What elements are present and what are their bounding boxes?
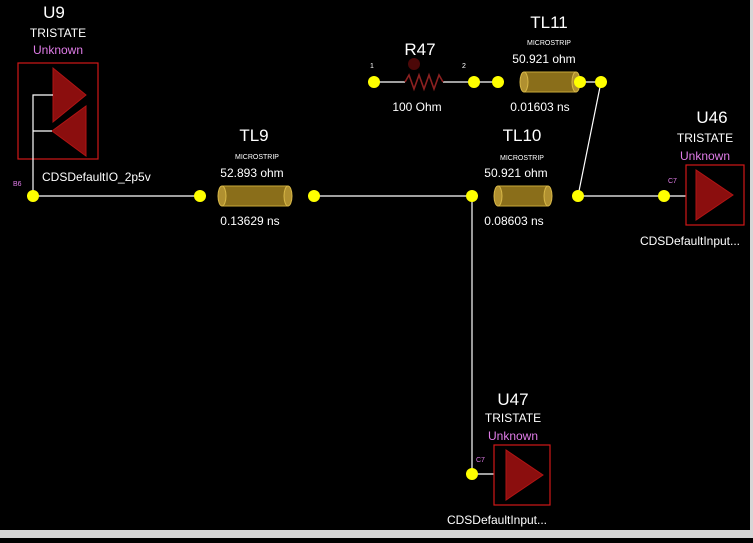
tl9-kind: MICROSTRIP bbox=[235, 154, 279, 161]
tl9-ref: TL9 bbox=[239, 126, 268, 145]
u47-type: TRISTATE bbox=[485, 411, 541, 425]
u9-pin: B6 bbox=[13, 181, 22, 188]
node-tl11-out[interactable] bbox=[574, 76, 586, 88]
node-tl9-in[interactable] bbox=[194, 190, 206, 202]
tl10-ref: TL10 bbox=[503, 126, 542, 145]
u9-outline bbox=[17, 62, 99, 160]
u9-internal-wire bbox=[32, 94, 53, 176]
window-frame-bottom bbox=[0, 530, 753, 538]
component-tl10[interactable]: TL10 MICROSTRIP 50.921 ohm 0.08603 ns bbox=[484, 126, 553, 228]
u46-pin: C7 bbox=[668, 178, 677, 185]
node-junction[interactable] bbox=[466, 190, 478, 202]
microstrip-cylinder-icon bbox=[221, 185, 289, 207]
tl10-kind: MICROSTRIP bbox=[500, 155, 544, 162]
component-u47[interactable]: U47 TRISTATE Unknown C7 CDSDefaultInput.… bbox=[447, 390, 551, 527]
component-tl9[interactable]: TL9 MICROSTRIP 52.893 ohm 0.13629 ns bbox=[217, 126, 293, 228]
r47-ref: R47 bbox=[404, 40, 435, 59]
tl11-ref: TL11 bbox=[530, 13, 568, 32]
r47-highlight bbox=[408, 58, 420, 70]
tristate-buffer-icon bbox=[51, 105, 87, 157]
r47-pin1: 1 bbox=[370, 63, 374, 70]
resistor-zigzag-icon bbox=[404, 72, 444, 92]
tl10-delay: 0.08603 ns bbox=[484, 214, 543, 228]
u46-ref: U46 bbox=[696, 108, 727, 127]
tl9-impedance: 52.893 ohm bbox=[220, 166, 283, 180]
node-tl10-out[interactable] bbox=[572, 190, 584, 202]
u46-model: CDSDefaultInput... bbox=[640, 234, 740, 248]
tl11-delay: 0.01603 ns bbox=[510, 100, 569, 114]
microstrip-cylinder-icon bbox=[523, 71, 577, 93]
tl9-delay: 0.13629 ns bbox=[220, 214, 279, 228]
node-u46-pin[interactable] bbox=[658, 190, 670, 202]
node-tl9-out[interactable] bbox=[308, 190, 320, 202]
component-tl11[interactable]: TL11 MICROSTRIP 50.921 ohm 0.01603 ns bbox=[510, 13, 581, 114]
tristate-buffer-icon bbox=[695, 169, 734, 221]
nodes bbox=[27, 76, 670, 480]
u9-type: TRISTATE bbox=[30, 26, 86, 40]
component-r47[interactable]: R47 1 2 100 Ohm bbox=[370, 40, 466, 114]
node-tl11-in[interactable] bbox=[492, 76, 504, 88]
node-u47-pin[interactable] bbox=[466, 468, 478, 480]
node-r47-pin2[interactable] bbox=[468, 76, 480, 88]
node-u9-pin[interactable] bbox=[27, 190, 39, 202]
tl11-kind: MICROSTRIP bbox=[527, 40, 571, 47]
u9-status: Unknown bbox=[33, 43, 83, 57]
tl11-impedance: 50.921 ohm bbox=[512, 52, 575, 66]
tristate-buffer-icon bbox=[505, 449, 544, 501]
tl10-end-right bbox=[543, 185, 553, 207]
tl9-end-right bbox=[283, 185, 293, 207]
tl10-impedance: 50.921 ohm bbox=[484, 166, 547, 180]
r47-pin2: 2 bbox=[462, 63, 466, 70]
component-u46[interactable]: U46 TRISTATE Unknown C7 CDSDefaultInput.… bbox=[640, 108, 745, 248]
tl11-end-left bbox=[519, 71, 529, 93]
node-r47-pin1[interactable] bbox=[368, 76, 380, 88]
wire-tl11-diagonal[interactable] bbox=[577, 81, 602, 197]
window-frame-right bbox=[750, 0, 753, 538]
u9-ref: U9 bbox=[43, 3, 65, 22]
wires bbox=[32, 81, 686, 475]
node-tl11-corner[interactable] bbox=[595, 76, 607, 88]
u46-status: Unknown bbox=[680, 149, 730, 163]
tl10-end-left bbox=[493, 185, 503, 207]
component-u9[interactable]: U9 TRISTATE Unknown B6 CDSDefaultIO_2p5v bbox=[13, 3, 151, 188]
tl9-end-left bbox=[217, 185, 227, 207]
microstrip-cylinder-icon bbox=[497, 185, 549, 207]
u9-model: CDSDefaultIO_2p5v bbox=[42, 170, 151, 184]
u47-ref: U47 bbox=[497, 390, 528, 409]
u47-model: CDSDefaultInput... bbox=[447, 513, 547, 527]
u47-status: Unknown bbox=[488, 429, 538, 443]
r47-value: 100 Ohm bbox=[392, 100, 441, 114]
u46-outline bbox=[685, 164, 745, 226]
u46-type: TRISTATE bbox=[677, 131, 733, 145]
u47-outline bbox=[493, 444, 551, 506]
u47-pin: C7 bbox=[476, 457, 485, 464]
